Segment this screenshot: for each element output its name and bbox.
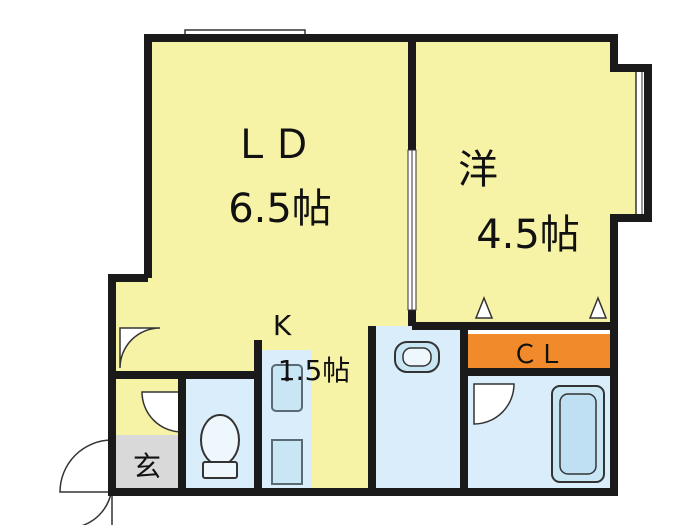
ld-size-label: 6.5帖 — [228, 186, 332, 232]
front-door-swing-icon — [59, 439, 113, 493]
closet-area — [464, 334, 614, 372]
bathtub-inner-icon — [559, 393, 597, 475]
entrance-label: 玄 — [133, 450, 161, 483]
toilet-icon — [200, 414, 240, 479]
closet-label: ＣＬ — [512, 340, 564, 370]
kitchen-label: K — [273, 309, 292, 342]
kitchen-sink-icon — [271, 364, 303, 412]
stove-icon — [271, 439, 303, 485]
kitchen-drain-icon — [284, 376, 290, 382]
genkan-floor — [112, 435, 182, 492]
western-room-size-label: 4.5帖 — [476, 212, 580, 258]
ld-label: ＬＤ — [232, 122, 312, 168]
ld-floor — [112, 38, 412, 492]
western-room-floor — [412, 38, 614, 326]
door-swing-icon — [473, 383, 515, 425]
western-room-label: 洋 — [458, 147, 498, 193]
kitchen-size-label: 1.5帖 — [278, 354, 351, 387]
fixtures — [200, 341, 605, 485]
wash-basin-bowl-icon — [402, 347, 432, 367]
doors — [81, 327, 515, 525]
door-swing-icon — [119, 327, 161, 369]
closet-door-markers — [474, 295, 608, 319]
